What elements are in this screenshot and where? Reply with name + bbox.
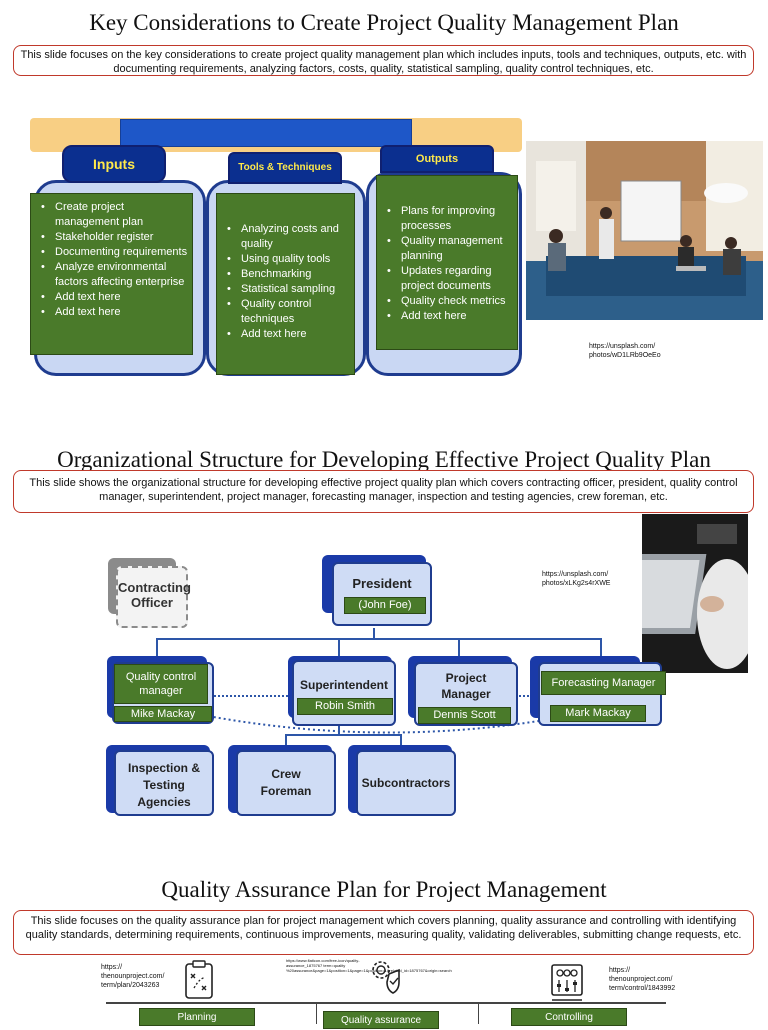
connector	[285, 734, 401, 736]
connector	[338, 724, 340, 736]
project-manager-role: Project Manager	[441, 671, 491, 701]
tools-box: Analyzing costs and quality Using qualit…	[216, 193, 355, 375]
connector	[458, 638, 460, 656]
forecasting-name: Mark Mackay	[550, 705, 646, 722]
section3-title: Quality Assurance Plan for Project Manag…	[161, 877, 607, 902]
section2-description: This slide shows the organizational stru…	[13, 470, 754, 513]
inputs-item: Create project management plan	[41, 200, 188, 230]
quality-assurance-label: Quality assurance	[323, 1011, 439, 1029]
inputs-item: Add text here	[41, 290, 188, 305]
connector	[285, 734, 287, 748]
inputs-item: Add text here	[41, 305, 188, 320]
clipboard-plan-icon	[182, 960, 216, 1000]
dotted-connector	[214, 695, 288, 697]
outputs-item: Updates regarding project documents	[387, 264, 513, 294]
credit-qa: https://www.flaticon.com/free-icon/quali…	[286, 958, 452, 973]
tools-item: Quality control techniques	[227, 297, 350, 327]
section1-description: This slide focuses on the key considerat…	[13, 45, 754, 76]
inspection-box: Inspection & Testing Agencies	[114, 750, 214, 816]
qa-column-divider	[316, 1002, 317, 1024]
outputs-item: Add text here	[387, 309, 513, 324]
contracting-officer-box: Contracting Officer	[116, 566, 191, 628]
control-panel-icon	[549, 962, 585, 1004]
outputs-box: Plans for improving processes Quality ma…	[376, 175, 518, 350]
photo-credit-1: https://unsplash.com/ photos/wD1LRb9OeEo	[589, 343, 661, 359]
outputs-item: Quality management planning	[387, 234, 513, 264]
project-manager-name: Dennis Scott	[418, 707, 511, 724]
quality-control-role: Quality control manager	[114, 664, 208, 704]
superintendent-box: Superintendent	[292, 660, 396, 726]
top-banner-bar	[120, 119, 412, 147]
section3-description: This slide focuses on the quality assura…	[13, 910, 754, 955]
tools-item: Add text here	[227, 327, 350, 342]
laptop-photo	[642, 514, 748, 673]
qa-column-divider	[478, 1002, 479, 1024]
tools-item: Statistical sampling	[227, 282, 350, 297]
tools-item: Benchmarking	[227, 267, 350, 282]
outputs-item: Quality check metrics	[387, 294, 513, 309]
inputs-item: Analyze environmental factors affecting …	[41, 260, 188, 290]
tools-item: Using quality tools	[227, 252, 350, 267]
connector	[600, 638, 602, 656]
credit-plan: https:// thenounproject.com/ term/plan/2…	[101, 964, 165, 989]
inputs-box: Create project management plan Stakehold…	[30, 193, 193, 355]
president-box: President	[332, 562, 432, 626]
controlling-label: Controlling	[511, 1008, 627, 1026]
tools-header: Tools & Techniques	[228, 152, 342, 184]
crew-box: Crew Foreman	[236, 750, 336, 816]
connector	[373, 628, 375, 640]
inputs-item: Documenting requirements	[41, 245, 188, 260]
outputs-header: Outputs	[380, 145, 494, 173]
connector	[156, 638, 602, 640]
qa-divider-line	[106, 1002, 666, 1004]
planning-label: Planning	[139, 1008, 255, 1026]
forecasting-role: Forecasting Manager	[541, 671, 666, 695]
meeting-photo	[526, 141, 763, 320]
president-role: President	[352, 576, 412, 591]
quality-control-name: Mike Mackay	[114, 706, 212, 722]
tools-item: Analyzing costs and quality	[227, 222, 350, 252]
superintendent-role: Superintendent	[299, 678, 388, 692]
credit-control: https:// thenounproject.com/ term/contro…	[609, 967, 676, 992]
dotted-connector	[516, 695, 536, 697]
superintendent-name: Robin Smith	[297, 698, 393, 715]
president-name: (John Foe)	[344, 597, 426, 614]
connector	[400, 734, 402, 748]
section2-title: Organizational Structure for Developing …	[57, 447, 711, 472]
section1-title: Key Considerations to Create Project Qua…	[89, 10, 679, 35]
inputs-header: Inputs	[62, 145, 166, 183]
inputs-item: Stakeholder register	[41, 230, 188, 245]
connector	[338, 638, 340, 656]
quality-assurance-icon	[367, 956, 407, 996]
connector	[156, 638, 158, 656]
outputs-item: Plans for improving processes	[387, 204, 513, 234]
photo-credit-2: https://unsplash.com/ photos/xLKg2s4rXWE	[542, 571, 611, 587]
subcontractors-box: Subcontractors	[356, 750, 456, 816]
